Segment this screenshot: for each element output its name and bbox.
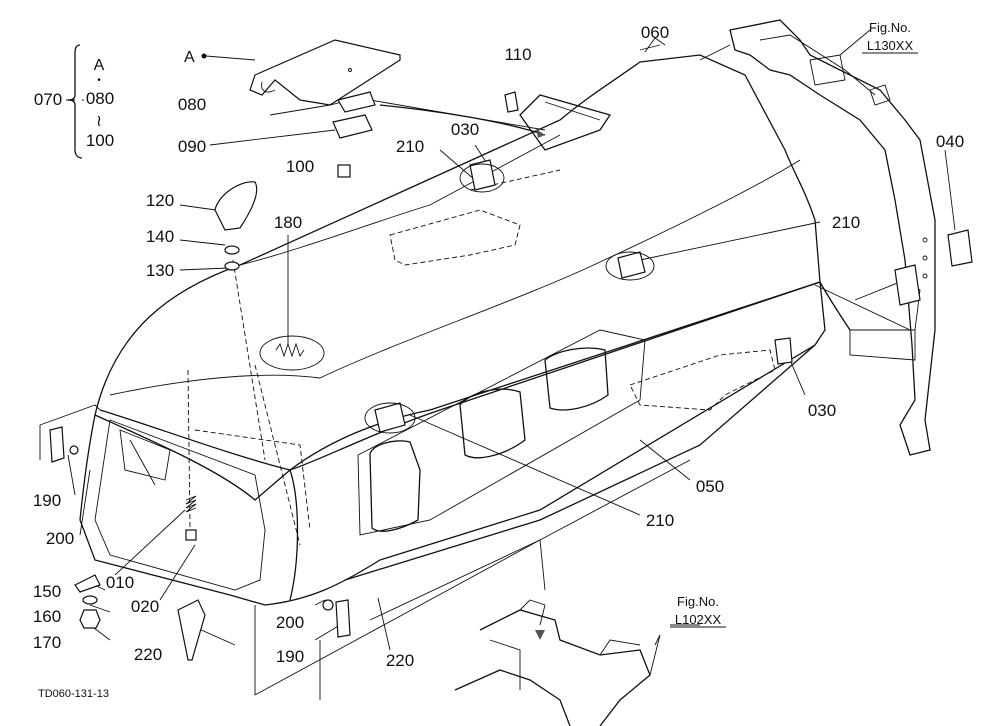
knob-120 xyxy=(214,181,258,231)
plate-090 xyxy=(332,114,373,139)
pad-210-a xyxy=(617,251,646,279)
wedge-220 xyxy=(177,599,206,661)
part-label-030-right: 030 xyxy=(808,401,836,420)
fig-ref-bottom-line1: Fig.No. xyxy=(677,594,719,609)
group-tilde: ≀ xyxy=(96,113,102,130)
part-label-040: 040 xyxy=(936,132,964,151)
part-label-210-right: 210 xyxy=(832,213,860,232)
part-label-120: 120 xyxy=(146,191,174,210)
stay-150 xyxy=(74,574,101,593)
part-label-110: 110 xyxy=(504,45,531,64)
leader-lines xyxy=(39,29,956,700)
small-parts xyxy=(49,37,973,661)
washer-140 xyxy=(224,245,240,255)
part-label-010: 010 xyxy=(106,573,134,592)
part-label-190-left: 190 xyxy=(33,491,61,510)
part-label-220-left: 220 xyxy=(134,645,162,664)
part-label-020: 020 xyxy=(131,597,159,616)
hinge-080 xyxy=(337,91,376,113)
part-label-080: 080 xyxy=(178,95,206,114)
rubber-030-a xyxy=(469,159,496,191)
pad-210-b xyxy=(374,402,406,433)
view-marker: A xyxy=(184,49,256,66)
group-mid: 080 xyxy=(86,89,114,108)
part-label-200-lower: 200 xyxy=(276,613,304,632)
fig-ref-top-line1: Fig.No. xyxy=(869,20,911,35)
group-top: A xyxy=(94,57,105,74)
group-dot: • xyxy=(97,75,101,86)
hood-cover xyxy=(79,54,851,621)
group-bottom: 100 xyxy=(86,131,114,150)
group-bracket: A • 080 ≀ 100 070 xyxy=(34,44,114,159)
bracket-190-left xyxy=(49,426,65,463)
part-label-210-top: 210 xyxy=(396,137,424,156)
lower-frame xyxy=(454,599,651,726)
clip-060 xyxy=(644,37,666,53)
washer-160 xyxy=(82,595,98,605)
part-label-140: 140 xyxy=(146,227,174,246)
part-label-180: 180 xyxy=(274,213,302,232)
part-label-090: 090 xyxy=(178,137,206,156)
part-labels: 060 110 080 090 100 030 210 120 180 140 … xyxy=(33,23,964,670)
part-label-170: 170 xyxy=(33,633,61,652)
washer-130 xyxy=(224,261,240,271)
group-parent: 070 xyxy=(34,90,62,109)
part-label-050: 050 xyxy=(696,477,724,496)
rear-frame xyxy=(729,19,936,456)
part-label-200-left: 200 xyxy=(46,529,74,548)
spring-180 xyxy=(275,342,305,358)
fig-ref-bottom-line2: L102XX xyxy=(675,612,722,627)
bracket-190-lower xyxy=(335,599,351,638)
drawing-code: TD060-131-13 xyxy=(38,688,109,700)
part-label-160: 160 xyxy=(33,607,61,626)
part-label-030-top: 030 xyxy=(451,120,479,139)
block-040 xyxy=(947,229,973,267)
part-label-100: 100 xyxy=(286,157,314,176)
part-label-130: 130 xyxy=(146,261,174,280)
nut-100 xyxy=(337,164,351,178)
spring-020 xyxy=(185,495,197,513)
nut-170 xyxy=(79,609,101,629)
rubber-030-b xyxy=(774,337,793,365)
part-label-220-lower: 220 xyxy=(386,651,414,670)
part-label-210-bottom: 210 xyxy=(646,511,674,530)
view-marker-label: A xyxy=(184,49,195,66)
fig-ref-bottom: Fig.No. L102XX xyxy=(670,594,726,628)
cover-plate xyxy=(249,39,401,106)
part-label-190-lower: 190 xyxy=(276,647,304,666)
part-label-060: 060 xyxy=(641,23,669,42)
fig-ref-top-line2: L130XX xyxy=(867,38,914,53)
part-label-150: 150 xyxy=(33,582,61,601)
fig-ref-top: Fig.No. L130XX xyxy=(862,20,918,54)
bolt-110 xyxy=(504,91,519,113)
